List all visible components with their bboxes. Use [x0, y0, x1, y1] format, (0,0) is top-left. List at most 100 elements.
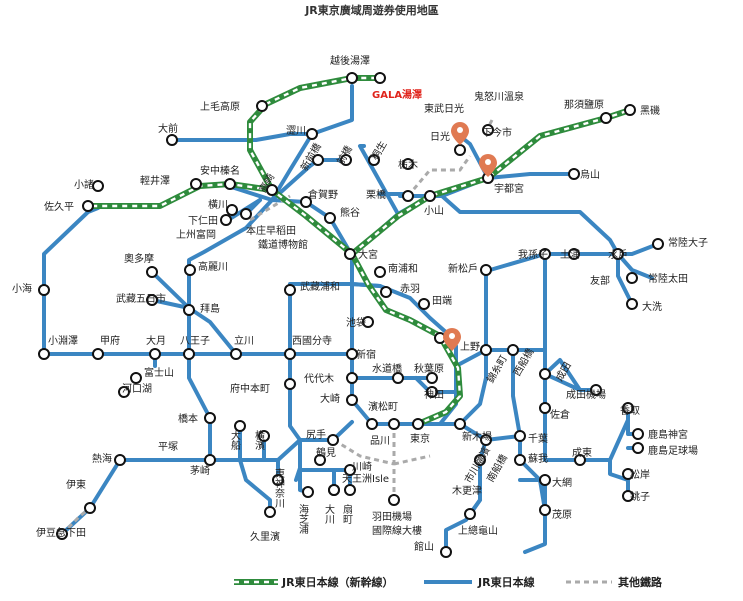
station-circle: [204, 454, 216, 466]
station-label: 甲府: [100, 334, 120, 347]
station-circle: [38, 284, 50, 296]
station-circle: [346, 348, 358, 360]
station-label: 前橋: [334, 143, 355, 167]
station-circle: [374, 266, 386, 278]
station-label: 新松戶: [448, 262, 478, 275]
station-label: 赤羽: [400, 283, 420, 295]
station-labels: 越後湯澤 GALA湯澤 上毛高原 大前 澀川 高崎 新前橋 前橋 桐生 安中榛名…: [12, 54, 708, 553]
station-circle: [84, 502, 96, 514]
station-label: 澀川: [286, 125, 306, 137]
station-markers: [38, 72, 664, 558]
station-circle: [344, 484, 356, 496]
station-label: 大月: [146, 334, 166, 347]
gala-yuzawa-label: GALA湯澤: [372, 88, 422, 101]
station-label: 武藏五日市: [116, 292, 166, 305]
station-circle: [632, 442, 644, 454]
station-circle: [418, 298, 430, 310]
station-label: 武藏浦和: [300, 280, 340, 293]
station-label: 品川: [370, 435, 390, 447]
station-label: 小淵澤: [48, 335, 78, 347]
station-label: 八王子: [180, 335, 210, 347]
station-circle: [454, 144, 466, 156]
station-label: 佐久平: [44, 201, 74, 213]
station-circle: [624, 104, 636, 116]
station-label: 銚子: [630, 490, 650, 503]
station-circle: [314, 454, 326, 466]
station-circle: [362, 316, 374, 328]
station-label: 大洗: [642, 300, 662, 313]
station-label: 上毛高原: [200, 100, 240, 113]
station-circle: [264, 506, 276, 518]
station-label: 神田: [424, 388, 444, 401]
station-label: 千葉: [528, 432, 548, 445]
station-circle: [474, 454, 486, 466]
station-label: 館山: [414, 540, 434, 553]
station-label: 伊東: [66, 478, 86, 491]
legend-other-label: 其他鐵路: [618, 575, 663, 589]
station-label: 伊豆急下田: [36, 526, 86, 539]
station-circle: [388, 494, 400, 506]
station-label: 下仁田: [188, 215, 218, 227]
station-label: 熱海: [92, 452, 112, 465]
legend: JR東日本線（新幹線） JR東日本線 其他鐵路: [234, 575, 663, 589]
station-circle: [312, 154, 324, 166]
station-circle: [368, 154, 380, 166]
station-label: 我孫子: [518, 249, 548, 261]
station-label: 橋本: [178, 412, 198, 425]
station-circle: [622, 468, 634, 480]
station-circle: [340, 154, 352, 166]
station-circle: [539, 248, 551, 260]
station-label: 常陸大子: [668, 236, 708, 249]
station-circle: [514, 430, 526, 442]
station-circle: [622, 402, 634, 414]
station-label: 羽田機場: [372, 510, 412, 523]
station-circle: [426, 386, 438, 398]
station-circle: [183, 348, 195, 360]
station-circle: [366, 418, 378, 430]
station-label: 西國分寺: [292, 335, 332, 347]
station-circle: [284, 378, 296, 390]
station-circle: [574, 454, 586, 466]
station-circle: [346, 72, 358, 84]
station-label: 友部: [590, 274, 610, 287]
station-label: 上州富岡: [176, 228, 216, 241]
station-label: 河口湖: [122, 383, 152, 395]
station-label: 尻手: [306, 428, 326, 441]
station-circle: [424, 190, 436, 202]
pin-marker-utsunomiya: [479, 154, 497, 177]
station-label: 黑磯: [640, 104, 660, 117]
station-label: 高麗川: [198, 260, 228, 273]
station-circle: [146, 266, 158, 278]
station-label: 輕井澤: [140, 174, 170, 187]
station-circle: [626, 298, 638, 310]
station-circle: [344, 248, 356, 260]
station-circle: [344, 464, 356, 476]
station-label: 木更津: [452, 485, 482, 497]
station-circle: [402, 158, 414, 170]
station-label: 國際線大樓: [372, 524, 422, 537]
station-circle: [114, 454, 126, 466]
station-label: 水戶: [608, 249, 628, 261]
station-label: 小海: [12, 282, 32, 295]
station-circle: [539, 504, 551, 516]
station-circle: [426, 372, 438, 384]
station-label: 上總龜山: [458, 524, 498, 537]
station-circle: [302, 486, 314, 498]
station-circle: [130, 372, 142, 384]
station-circle: [92, 180, 104, 192]
station-label: 池袋: [346, 316, 366, 329]
station-circle: [272, 474, 284, 486]
station-circle: [56, 528, 68, 540]
station-label: 川崎: [352, 460, 372, 473]
station-circle: [258, 430, 270, 442]
pin-marker-ueno: [443, 328, 461, 351]
station-label: 倉賀野: [308, 188, 338, 201]
station-circle: [190, 178, 202, 190]
station-label: 鹿島足球場: [648, 444, 698, 457]
station-label: 那須鹽原: [564, 98, 604, 111]
station-circle: [388, 418, 400, 430]
station-circle: [514, 454, 526, 466]
station-label: 松岸: [630, 468, 650, 481]
station-circle: [184, 264, 196, 276]
